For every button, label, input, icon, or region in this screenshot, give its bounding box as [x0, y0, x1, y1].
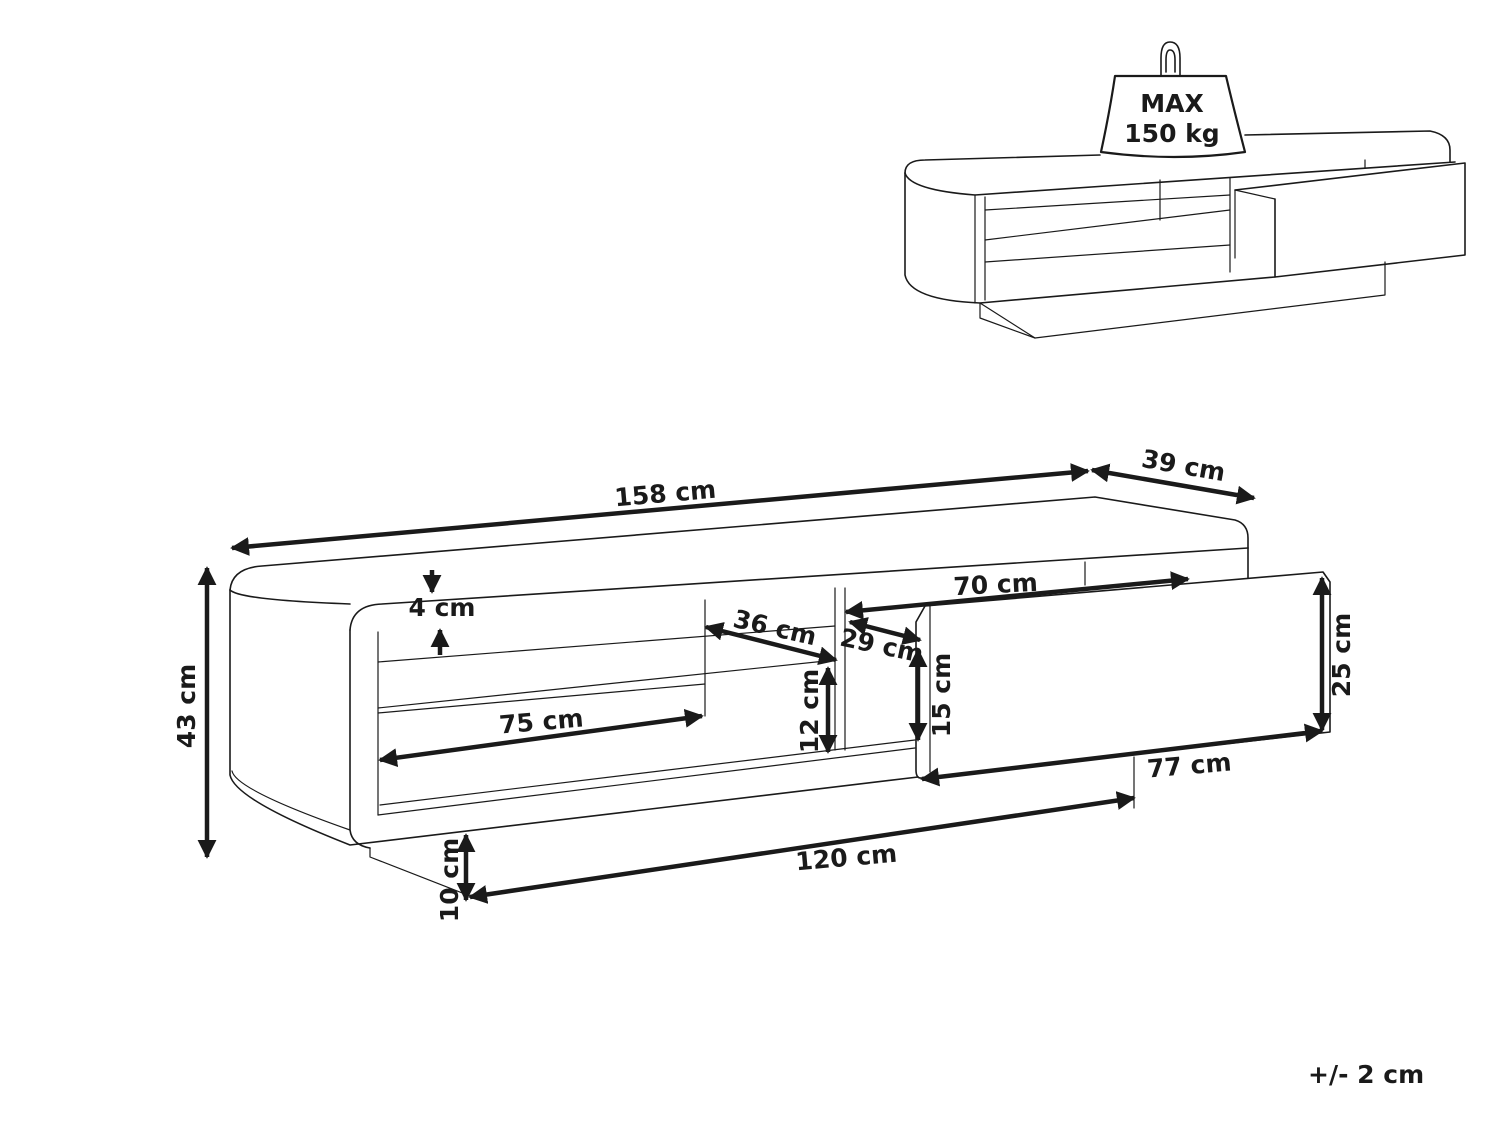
base-height-label: 10 cm	[435, 838, 464, 922]
drawer-front-width-arrow	[920, 723, 1324, 787]
height-label: 43 cm	[172, 664, 201, 748]
shelf-depth-arrow	[704, 622, 838, 665]
shelf-width-arrow	[378, 708, 704, 768]
preview-furniture-illustration	[904, 130, 1466, 339]
compartment-width-arrow	[844, 571, 1190, 620]
top-thickness-label: 4 cm	[409, 593, 476, 622]
drawer-inner-height-label: 15 cm	[927, 653, 956, 737]
base-width-arrow	[468, 791, 1136, 904]
max-weight-icon: MAX 150 kg	[1099, 41, 1247, 159]
shelf-clearance-label: 12 cm	[795, 669, 824, 753]
drawer-front-width-label: 77 cm	[1146, 747, 1233, 783]
dimension-arrows	[197, 463, 1332, 904]
main-furniture-illustration	[229, 496, 1331, 897]
tolerance-note: +/- 2 cm	[1308, 1060, 1425, 1089]
max-weight-label: MAX	[1140, 89, 1204, 118]
drawer-depth-arrow	[848, 617, 922, 645]
compartment-width-label: 70 cm	[953, 568, 1039, 601]
max-weight-value: 150 kg	[1124, 119, 1219, 148]
depth-arrow	[1090, 463, 1256, 505]
drawer-front-height-label: 25 cm	[1327, 613, 1356, 697]
width-arrow	[230, 463, 1090, 556]
